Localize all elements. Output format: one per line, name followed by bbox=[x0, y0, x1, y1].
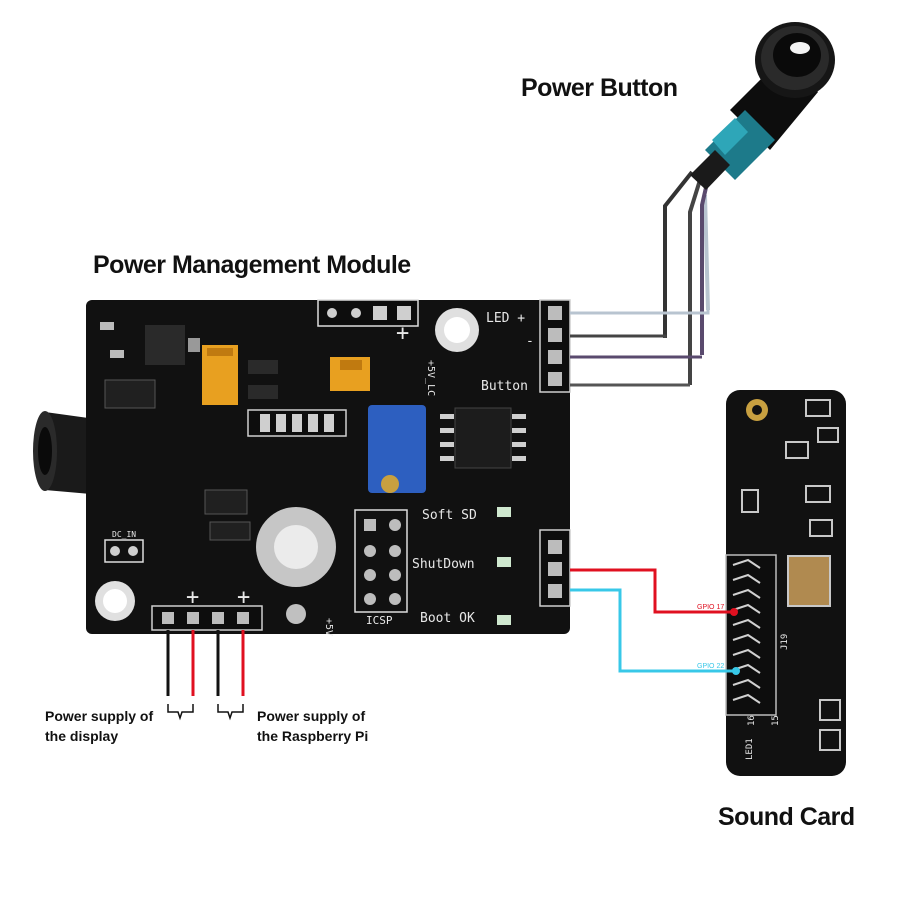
silk-plus-display: + bbox=[186, 585, 199, 610]
gpio17-label: GPIO 17 bbox=[697, 604, 724, 611]
power-management-module: LED + - Button Soft SD ShutDown Boot OK … bbox=[33, 299, 571, 636]
j19-header bbox=[725, 554, 777, 716]
silk-button: Button bbox=[481, 379, 528, 394]
silk-pin15: 15 bbox=[771, 715, 781, 726]
silk-boot-ok: Boot OK bbox=[420, 611, 475, 626]
sound-card: J19 LED1 16 15 bbox=[725, 390, 846, 776]
display-brace bbox=[167, 704, 194, 721]
gpio22-label: GPIO 22 bbox=[697, 663, 724, 670]
trim-potentiometer bbox=[368, 405, 426, 493]
silk-soft-sd: Soft SD bbox=[422, 508, 477, 523]
gpio22-wire bbox=[570, 588, 734, 673]
display-caption-line1: Power supply of bbox=[45, 708, 154, 724]
power-button-title: Power Button bbox=[521, 74, 678, 102]
silk-j19: J19 bbox=[780, 634, 790, 650]
pi-caption-line2: the Raspberry Pi bbox=[257, 728, 369, 744]
silk-led-plus: LED + bbox=[486, 311, 525, 326]
silk-shutdown: ShutDown bbox=[412, 557, 475, 572]
ic-chip bbox=[454, 407, 512, 469]
silk-icsp: ICSP bbox=[366, 614, 393, 627]
sound-card-title: Sound Card bbox=[718, 803, 855, 831]
module-title: Power Management Module bbox=[93, 251, 411, 279]
pi-power-caption: Power supply of the Raspberry Pi bbox=[257, 706, 368, 746]
pi-brace bbox=[217, 704, 244, 721]
power-leads bbox=[166, 630, 245, 721]
silk-plus-5v: +5V bbox=[323, 618, 334, 636]
silk-plus-5v-lc: +5V_LC bbox=[425, 360, 436, 396]
silk-plus-top: + bbox=[396, 321, 409, 346]
silk-dc-in: DC_IN bbox=[112, 530, 136, 539]
gpio-wires: GPIO 17 GPIO 22 bbox=[570, 568, 740, 675]
display-power-caption: Power supply of the display bbox=[45, 706, 153, 746]
gpio17-wire bbox=[570, 568, 732, 614]
power-button bbox=[663, 22, 835, 385]
button-wires bbox=[570, 310, 710, 387]
silk-led1: LED1 bbox=[745, 738, 755, 760]
pi-caption-line1: Power supply of bbox=[257, 708, 366, 724]
silk-pin16: 16 bbox=[747, 715, 757, 726]
display-caption-line2: the display bbox=[45, 728, 119, 744]
silk-plus-pi: + bbox=[237, 585, 250, 610]
silk-led-minus: - bbox=[526, 334, 534, 349]
